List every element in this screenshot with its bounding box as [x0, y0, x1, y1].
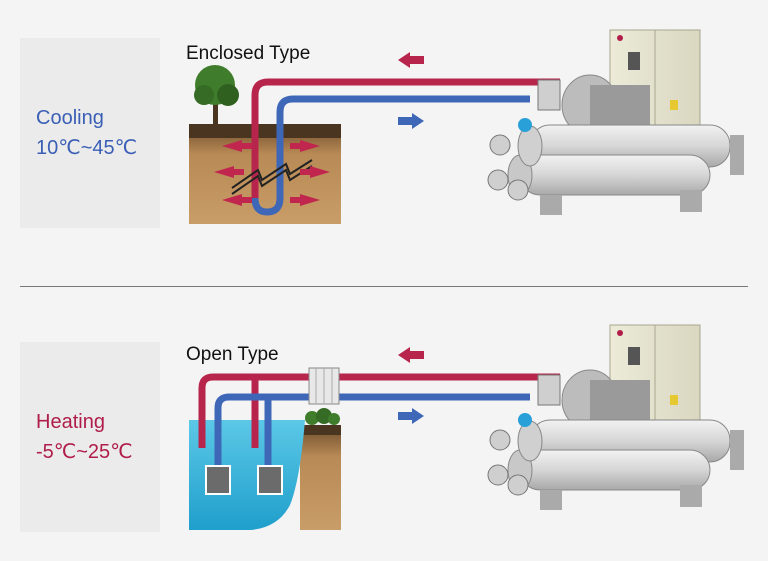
open-type-title: Open Type — [186, 344, 279, 365]
supply-arrow-icon-top — [398, 113, 424, 129]
heating-label-box: Heating -5℃~25℃ — [20, 342, 160, 532]
cooling-temp-range: 10℃~45℃ — [36, 137, 138, 159]
cold-pipe-bottom — [214, 393, 530, 468]
pump-left — [205, 465, 231, 495]
hot-pipe-top — [251, 78, 560, 200]
small-tree-icon — [305, 408, 340, 425]
return-arrow-icon-bottom — [398, 347, 424, 363]
cooling-mode-label: Cooling — [36, 107, 104, 129]
supply-arrow-icon-bottom — [398, 408, 424, 424]
section-divider — [20, 286, 748, 287]
heating-mode-label: Heating — [36, 411, 105, 433]
hot-pipe-bottom — [198, 373, 560, 448]
heat-dispersion-arrows — [214, 140, 330, 206]
plate-heat-exchanger — [308, 367, 340, 405]
chiller-unit-top — [487, 29, 745, 216]
enclosed-type-title: Enclosed Type — [186, 43, 311, 64]
cold-pipe-top — [276, 95, 530, 200]
heating-temp-range: -5℃~25℃ — [36, 441, 133, 463]
tree-icon — [194, 65, 239, 125]
open-ground — [300, 425, 341, 530]
chiller-unit-bottom — [487, 324, 745, 511]
pump-right — [257, 465, 283, 495]
heat-exchange-zigzag — [231, 159, 313, 189]
return-arrow-icon-top — [398, 52, 424, 68]
cooling-label-box: Cooling 10℃~45℃ — [20, 38, 160, 228]
